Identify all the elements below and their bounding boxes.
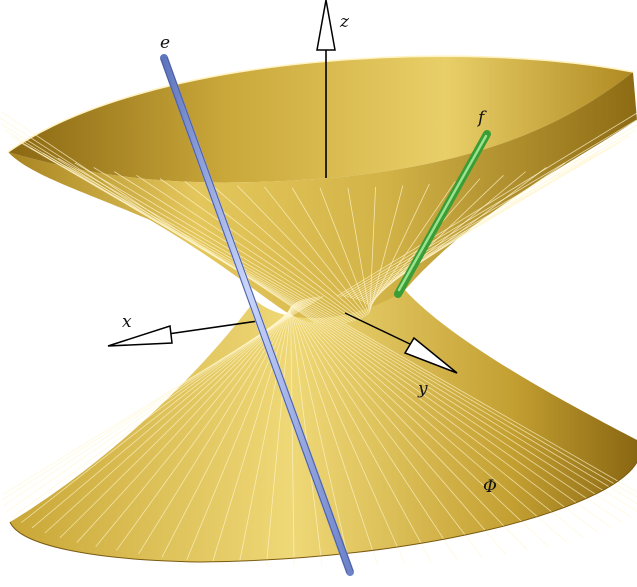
z-axis-arrowhead: [316, 0, 336, 51]
upper-sheet-front: [8, 72, 637, 322]
label-f: f: [476, 108, 487, 128]
ruling-lower: [333, 323, 637, 512]
ruling-upper: [1, 123, 324, 325]
ruling-lower: [212, 308, 291, 563]
ruling-upper: [369, 183, 430, 309]
ruling-upper: [336, 112, 637, 297]
ruling-lower: [326, 323, 623, 523]
ruling-lower: [266, 311, 291, 566]
ruling-upper: [347, 187, 370, 313]
label-phi: Φ: [483, 477, 497, 497]
ruling-lower: [292, 314, 351, 566]
x-axis-line: [167, 320, 259, 335]
ruling-upper: [343, 124, 637, 298]
x-axis: [107, 320, 259, 347]
line-e-outline: [160, 58, 348, 574]
ruling-upper: [264, 186, 367, 317]
ruling-lower: [296, 317, 432, 563]
ruling-lower: [290, 312, 295, 566]
surface-rulings: [0, 111, 637, 567]
ruling-upper: [159, 178, 359, 321]
upper-rim: [7, 55, 634, 153]
y-axis-arrowhead: [403, 336, 458, 374]
ruling-lower: [3, 295, 324, 495]
y-axis-line: [344, 312, 413, 346]
ruling-upper: [0, 111, 317, 324]
ruling-lower: [343, 322, 637, 493]
ruling-lower: [290, 313, 323, 567]
ruling-lower: [293, 315, 378, 566]
ruling-upper: [349, 135, 630, 299]
ruling-lower: [340, 323, 637, 498]
ruling-lower: [294, 316, 406, 564]
lower-sheet: [10, 290, 637, 562]
ruling-lower: [322, 323, 613, 529]
ruling-upper: [365, 171, 526, 305]
bottom-rim: [9, 461, 637, 563]
ruling-lower: [238, 309, 291, 564]
ruling-lower: [306, 321, 528, 551]
line-f: [394, 130, 491, 298]
ruling-upper: [74, 162, 348, 324]
ruling-upper: [367, 175, 504, 306]
ruling-lower: [329, 323, 632, 518]
ruling-lower: [76, 301, 298, 543]
ruling-upper: [360, 157, 583, 302]
ruling-upper: [93, 167, 351, 323]
label-z: z: [339, 12, 350, 32]
ruling-upper: [369, 181, 456, 308]
ruling-upper: [4, 129, 327, 325]
ruling-lower: [316, 322, 585, 539]
ruling-upper: [319, 187, 370, 314]
ruling-lower: [31, 298, 305, 529]
label-e: e: [160, 33, 170, 53]
ruling-lower: [301, 319, 483, 558]
ruling-lower: [59, 300, 300, 539]
line-e: [160, 54, 354, 576]
x-axis-arrowhead: [107, 325, 173, 347]
y-axis: [344, 312, 458, 374]
label-y: y: [417, 379, 428, 399]
line-e-rod: [160, 54, 354, 576]
line-e-outline-2: [166, 56, 354, 572]
ruling-lower: [44, 299, 302, 534]
ruling-lower: [303, 320, 506, 555]
ruling-upper: [42, 152, 341, 324]
ruling-lower: [319, 323, 600, 534]
line-f-highlight: [397, 134, 488, 292]
label-x: x: [122, 312, 132, 332]
ruling-lower: [299, 318, 458, 561]
ruling-lower: [95, 302, 296, 547]
ruling-upper: [291, 187, 368, 315]
ruling-lower: [309, 321, 549, 547]
ruling-lower: [336, 323, 637, 504]
z-axis: [316, 0, 336, 178]
ruling-lower: [312, 322, 568, 543]
